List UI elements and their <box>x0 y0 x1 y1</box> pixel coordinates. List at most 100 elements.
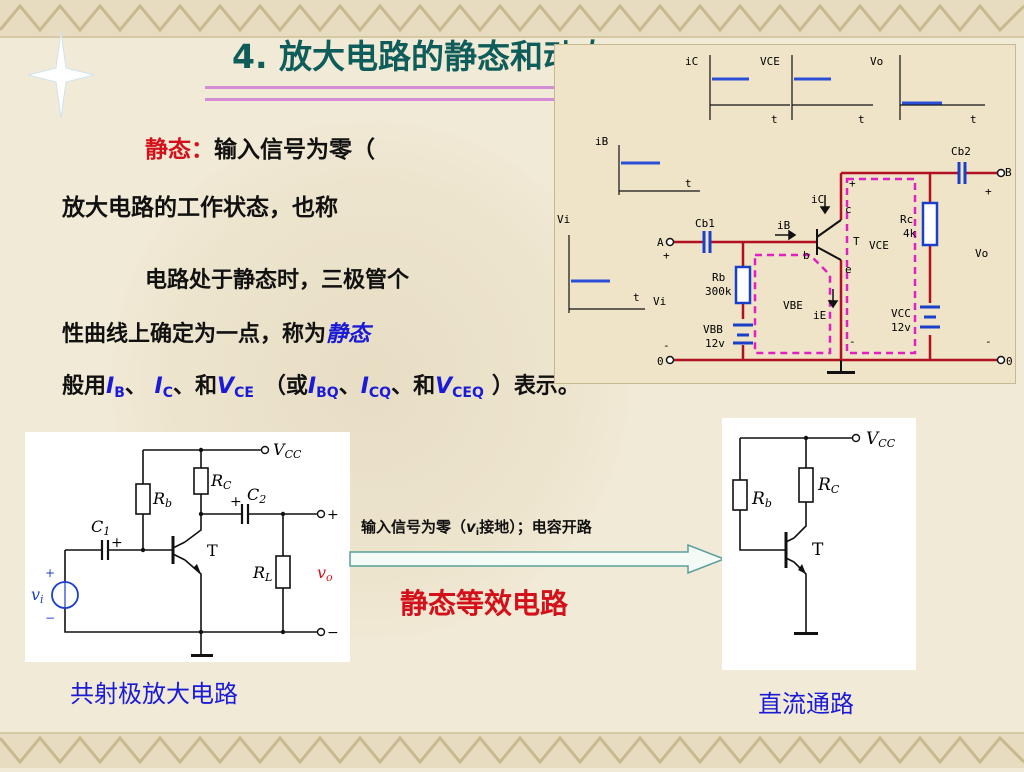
static-text-1: 输入信号为零（ <box>214 137 375 163</box>
sep2: 、 <box>338 374 361 399</box>
qpoint-line1: 电路处于静态时，三极管个 <box>145 268 410 293</box>
transform-arrow-icon <box>349 544 727 574</box>
static-definition-line2: 放大电路的工作状态，也称 <box>62 188 338 222</box>
ce-rl-label: RL <box>252 563 272 584</box>
dc-path-circuit: VCC Rb RC T <box>722 418 916 670</box>
ce-vi-label: vi <box>31 585 44 606</box>
circuit-vo-label: Vo <box>975 247 988 260</box>
sep1: 、 <box>124 374 155 399</box>
vo-plus: + <box>985 185 992 198</box>
transform-note: 输入信号为零（vi接地）；电容开路 <box>361 518 592 538</box>
sparkle-icon <box>27 31 95 119</box>
ce-rc-label: RC <box>210 471 232 492</box>
panel-t-label-5: t <box>633 291 640 304</box>
or-text: （或 <box>263 374 308 399</box>
ce-c2-label: C2 <box>247 485 266 506</box>
ce-rl-resistor <box>275 555 291 589</box>
dc-vcc-label: VCC <box>866 429 896 450</box>
common-emitter-circuit: VCC Rb RC C1 + C2 + RL T vi + − vo + − <box>25 432 350 662</box>
panel-t-label-3: t <box>970 113 977 126</box>
ce-c1-label: C1 <box>91 517 110 538</box>
panel-ic-label: iC <box>685 55 698 68</box>
panel-t-label: T <box>853 235 860 248</box>
qpoint-line2-text: 性曲线上确定为一点，称为 <box>62 322 327 347</box>
dc-caption: 直流通路 <box>758 690 854 718</box>
equivalent-label: 静态等效电路 <box>400 587 569 620</box>
and1: 、和 <box>173 374 218 399</box>
rb-resistor <box>734 265 752 305</box>
panel-vi-label-2: Vi <box>653 295 666 308</box>
circuit-vce-label: VCE <box>869 239 889 252</box>
circuit-ib-label: iB <box>777 219 791 232</box>
ic-symbol: IC <box>154 374 174 401</box>
bottom-border-pattern <box>0 732 1024 768</box>
rc-value: 4k <box>903 227 917 240</box>
node-o-right-label: 0 <box>1006 355 1013 368</box>
vbe-label: VBE <box>783 299 803 312</box>
icq-symbol: ICQ <box>360 374 392 401</box>
ce-out-plus: + <box>327 507 339 523</box>
vceq-symbol: VCEQ <box>435 374 484 401</box>
qpoint-line3: 般用IB、 IC、和VCE（或IBQ、ICQ、和VCEQ）表示。 <box>62 368 580 401</box>
dc-rb-label: Rb <box>751 489 772 510</box>
dc-t-label: T <box>812 540 824 560</box>
slide-title: 4. 放大电路的静态和动态 <box>232 37 609 76</box>
emitter-label: e <box>845 263 852 276</box>
circuit-ic-label: iC <box>811 193 824 206</box>
static-label: 静态： <box>145 137 214 163</box>
rc-label: Rc <box>900 213 913 226</box>
ce-vcc-label: VCC <box>273 440 302 461</box>
ce-vo-label: vo <box>317 563 333 584</box>
ce-out-minus: − <box>327 625 339 641</box>
ce-rb-resistor <box>135 483 151 515</box>
input-loop-dashed <box>753 253 832 355</box>
static-text-2: 放大电路的工作状态，也称 <box>62 195 338 221</box>
waveform-circuit-panel: iC VCE Vo iB Vi t t t t t Vi <box>554 44 1016 384</box>
panel-vi-label: Vi <box>557 213 570 226</box>
output-loop-dashed <box>845 177 917 355</box>
panel-transistor-symbol <box>816 219 842 261</box>
qpoint-line3-prefix: 般用 <box>62 374 107 399</box>
panel-t-label-4: t <box>685 177 692 190</box>
panel-t-label-1: t <box>771 113 778 126</box>
ce-caption: 共射极放大电路 <box>70 680 238 708</box>
ce-t-label: T <box>207 541 218 560</box>
panel-vce-label: VCE <box>760 55 780 68</box>
ie-label: iE <box>813 309 826 322</box>
vce-plus: + <box>849 177 856 190</box>
title-underline <box>205 86 625 101</box>
vcc-label: VCC <box>891 307 911 320</box>
ib-symbol: IB <box>106 374 125 401</box>
node-b-label: B <box>1005 166 1012 179</box>
rb-label: Rb <box>712 271 725 284</box>
vcc-value: 12v <box>891 321 911 334</box>
base-label: b <box>803 249 810 262</box>
and2: 、和 <box>391 374 436 399</box>
ibq-symbol: IBQ <box>307 374 339 401</box>
vo-minus: - <box>985 335 992 348</box>
ce-c2-plus: + <box>230 494 242 510</box>
collector-label: c <box>845 203 852 216</box>
dc-rc-resistor <box>798 467 814 503</box>
rc-resistor <box>921 201 939 247</box>
qpoint-emphasis: 静态 <box>326 322 371 347</box>
ce-vi-minus: − <box>45 611 55 625</box>
rb-value: 300k <box>705 285 732 298</box>
vbb-value: 12v <box>705 337 725 350</box>
dc-rb-resistor <box>732 479 748 511</box>
dc-rc-label: RC <box>817 475 840 496</box>
top-border-pattern <box>0 0 1024 38</box>
cb2-label: Cb2 <box>951 145 971 158</box>
node-a-label: A <box>657 236 664 249</box>
node-o-left-label: 0 <box>657 355 664 368</box>
ce-rc-resistor <box>193 467 209 495</box>
ce-rb-label: Rb <box>152 489 172 510</box>
vi-plus: + <box>663 249 670 262</box>
vce-minus: - <box>849 335 856 348</box>
vi-minus: - <box>663 339 670 352</box>
panel-ib-label: iB <box>595 135 609 148</box>
ce-vi-plus: + <box>45 566 55 580</box>
qpoint-line2: 性曲线上确定为一点，称为静态 <box>62 316 370 348</box>
static-definition-line1: 静态：输入信号为零（ <box>145 130 375 164</box>
panel-vo-label: Vo <box>870 55 883 68</box>
